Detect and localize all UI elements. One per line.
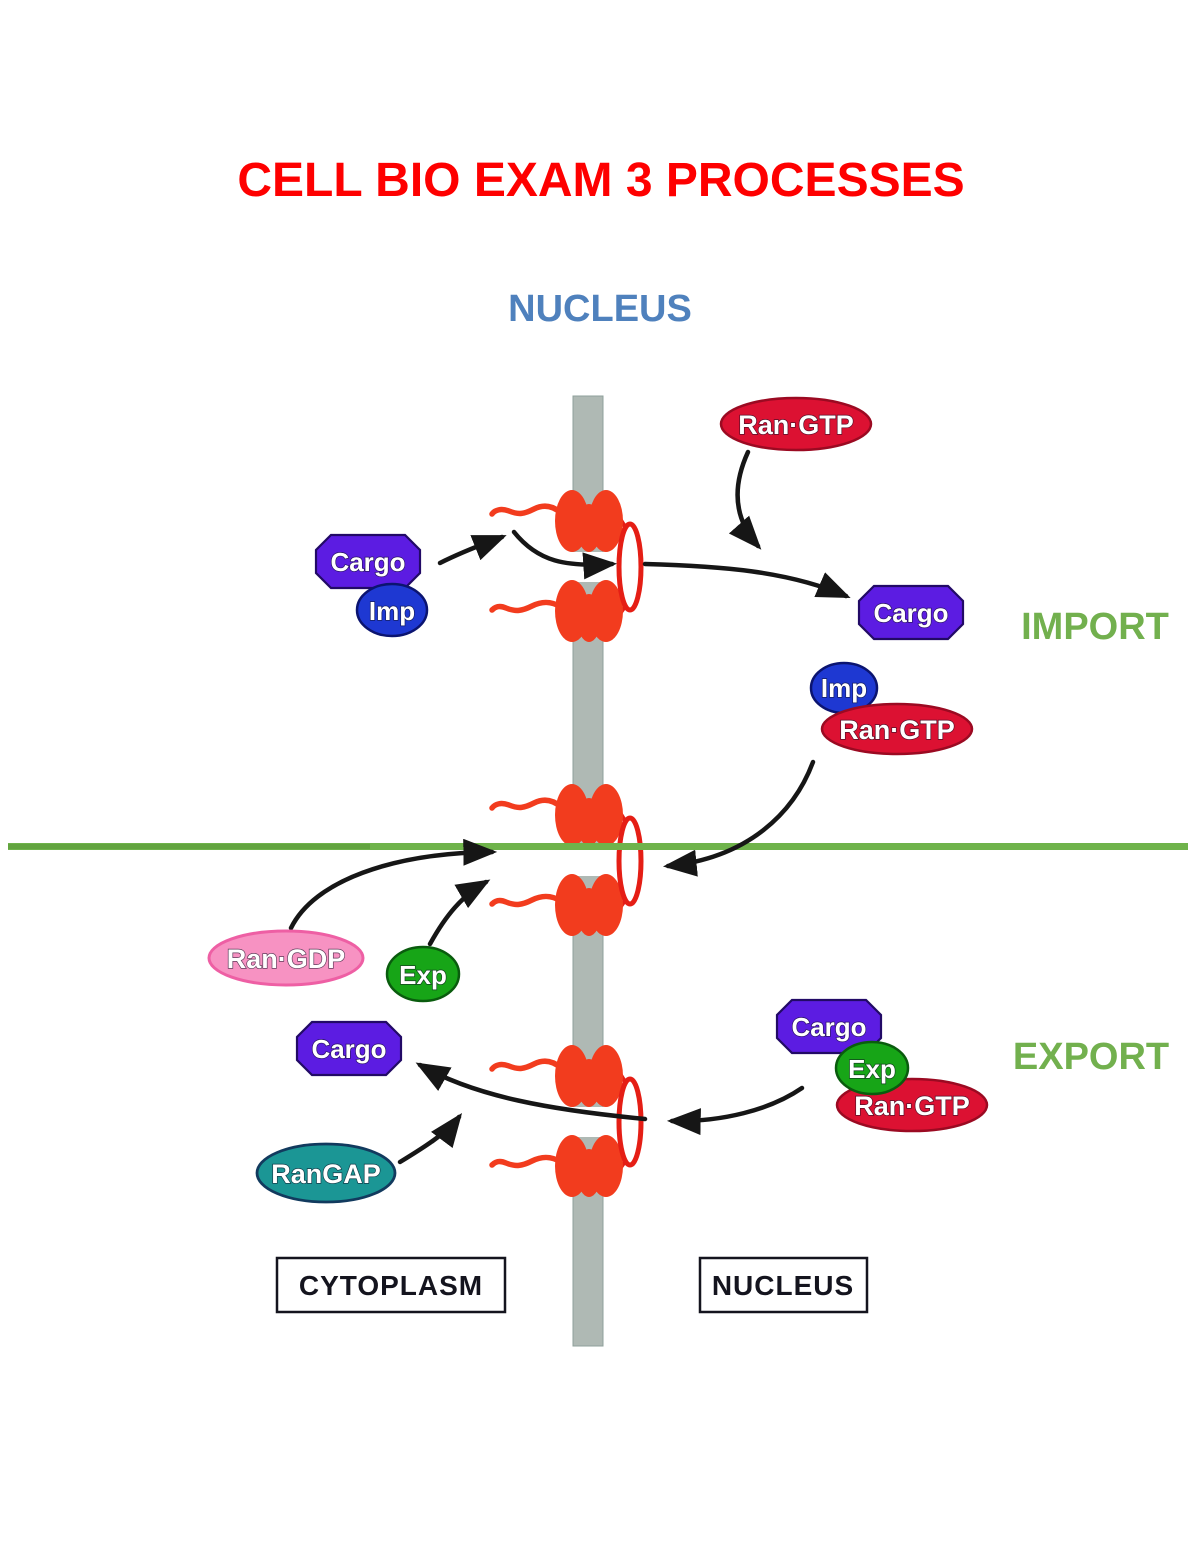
- cargo-cytoplasm-export-label: Cargo: [311, 1034, 386, 1064]
- molecule-exp-cytoplasm: Exp: [385, 945, 461, 1003]
- arrow-cargo-imp-to-pore: [437, 534, 507, 566]
- arrow-pore-to-cargo-export: [415, 1062, 648, 1122]
- cargo-export-complex-label: Cargo: [791, 1012, 866, 1042]
- cargo-cytoplasm-label: Cargo: [330, 547, 405, 577]
- nuclear-pore-bottom: [492, 1045, 641, 1197]
- imp-cytoplasm-label: Imp: [369, 596, 415, 626]
- arrow-import-through-pore: [511, 529, 618, 580]
- nuclear-pore-middle: [492, 784, 641, 936]
- arrow-ran-gtp-joins-import: [728, 449, 762, 550]
- molecule-cargo-nucleus-import: Cargo: [857, 584, 965, 641]
- molecule-cargo-cytoplasm: Cargo: [314, 533, 422, 590]
- arrow-pore-to-cargo-nucleus: [642, 561, 851, 599]
- ran-gtp-export-complex-label: Ran·GTP: [854, 1091, 970, 1121]
- arrow-exp-to-pore: [427, 879, 491, 947]
- nucleus-box: NUCLEUS: [698, 1256, 869, 1314]
- exp-export-complex-label: Exp: [848, 1054, 896, 1084]
- rangap-cytoplasm-label: RanGAP: [271, 1159, 381, 1189]
- exp-cytoplasm-label: Exp: [399, 960, 447, 990]
- import-section-label: IMPORT: [1021, 606, 1169, 648]
- export-section-label: EXPORT: [1013, 1036, 1169, 1078]
- molecule-ran-gtp-nucleus-import: Ran·GTP: [820, 702, 974, 756]
- section-divider-line: [8, 843, 1188, 850]
- page-title: CELL BIO EXAM 3 PROCESSES: [237, 154, 964, 207]
- nucleus-heading: NUCLEUS: [508, 288, 692, 330]
- ran-gdp-cytoplasm-label: Ran·GDP: [227, 944, 346, 974]
- molecule-cargo-cytoplasm-export: Cargo: [295, 1020, 403, 1077]
- cytoplasm-box: CYTOPLASM: [275, 1256, 507, 1314]
- arrow-rangap-to-pore: [397, 1112, 463, 1165]
- arrow-imp-rangtp-recycle-to-pore: [662, 759, 816, 877]
- molecule-imp-nucleus: Imp: [809, 661, 879, 715]
- imp-nucleus-label: Imp: [821, 673, 867, 703]
- ran-gtp-nucleus-import-label: Ran·GTP: [839, 715, 955, 745]
- arrow-export-complex-to-pore: [666, 1085, 805, 1136]
- cytoplasm-box-label: CYTOPLASM: [299, 1270, 483, 1301]
- ran-gtp-cytoplasm-label: Ran·GTP: [738, 410, 854, 440]
- nucleus-box-label: NUCLEUS: [712, 1270, 854, 1301]
- arrow-ran-gdp-to-pore: [288, 838, 498, 931]
- molecule-cargo-export-complex: Cargo: [775, 998, 883, 1055]
- molecule-rangap-cytoplasm: RanGAP: [255, 1142, 397, 1204]
- molecule-ran-gtp-cytoplasm: Ran·GTP: [719, 396, 873, 452]
- molecule-ran-gdp-cytoplasm: Ran·GDP: [207, 929, 365, 987]
- molecule-ran-gtp-export-complex: Ran·GTP: [835, 1077, 989, 1133]
- nuclear-pore-top: [492, 490, 641, 642]
- molecule-exp-export-complex: Exp: [834, 1040, 910, 1096]
- molecule-imp-cytoplasm: Imp: [355, 582, 429, 638]
- cargo-nucleus-import-label: Cargo: [873, 598, 948, 628]
